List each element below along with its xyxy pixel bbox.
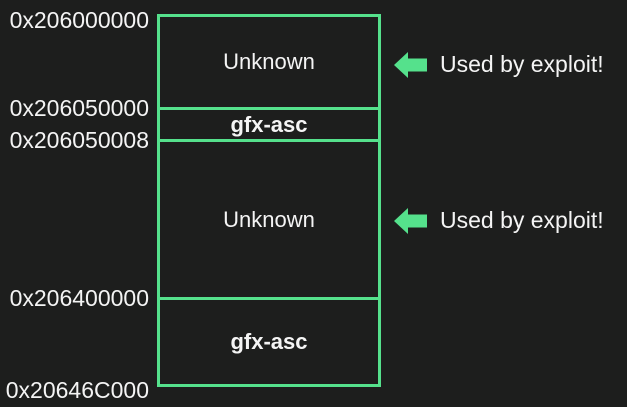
memory-region-unknown-2: Unknown [160, 139, 378, 297]
region-label: gfx-asc [230, 329, 308, 354]
memory-region-gfx-asc-2: gfx-asc [160, 297, 378, 384]
region-label: Unknown [223, 49, 315, 74]
annotation-text: Used by exploit! [440, 207, 604, 233]
region-label: gfx-asc [230, 111, 308, 137]
memory-map-box: Unknown gfx-asc Unknown gfx-asc [157, 14, 381, 387]
region-label: Unknown [223, 206, 315, 232]
exploit-annotation-1: Used by exploit! [394, 51, 604, 78]
left-arrow-icon [394, 207, 427, 234]
address-label-end: 0x20646C000 [5, 377, 149, 403]
address-label-gfx-start: 0x206050000 [9, 95, 149, 121]
memory-region-unknown-1: Unknown [160, 17, 378, 107]
exploit-annotation-2: Used by exploit! [394, 207, 604, 234]
annotation-text: Used by exploit! [440, 51, 604, 77]
memory-region-gfx-asc-1: gfx-asc [160, 107, 378, 139]
address-label-start: 0x206000000 [9, 7, 149, 33]
address-label-gfx-end: 0x206050008 [9, 127, 149, 153]
left-arrow-icon [394, 51, 427, 78]
address-label-gfx2-start: 0x206400000 [9, 285, 149, 311]
